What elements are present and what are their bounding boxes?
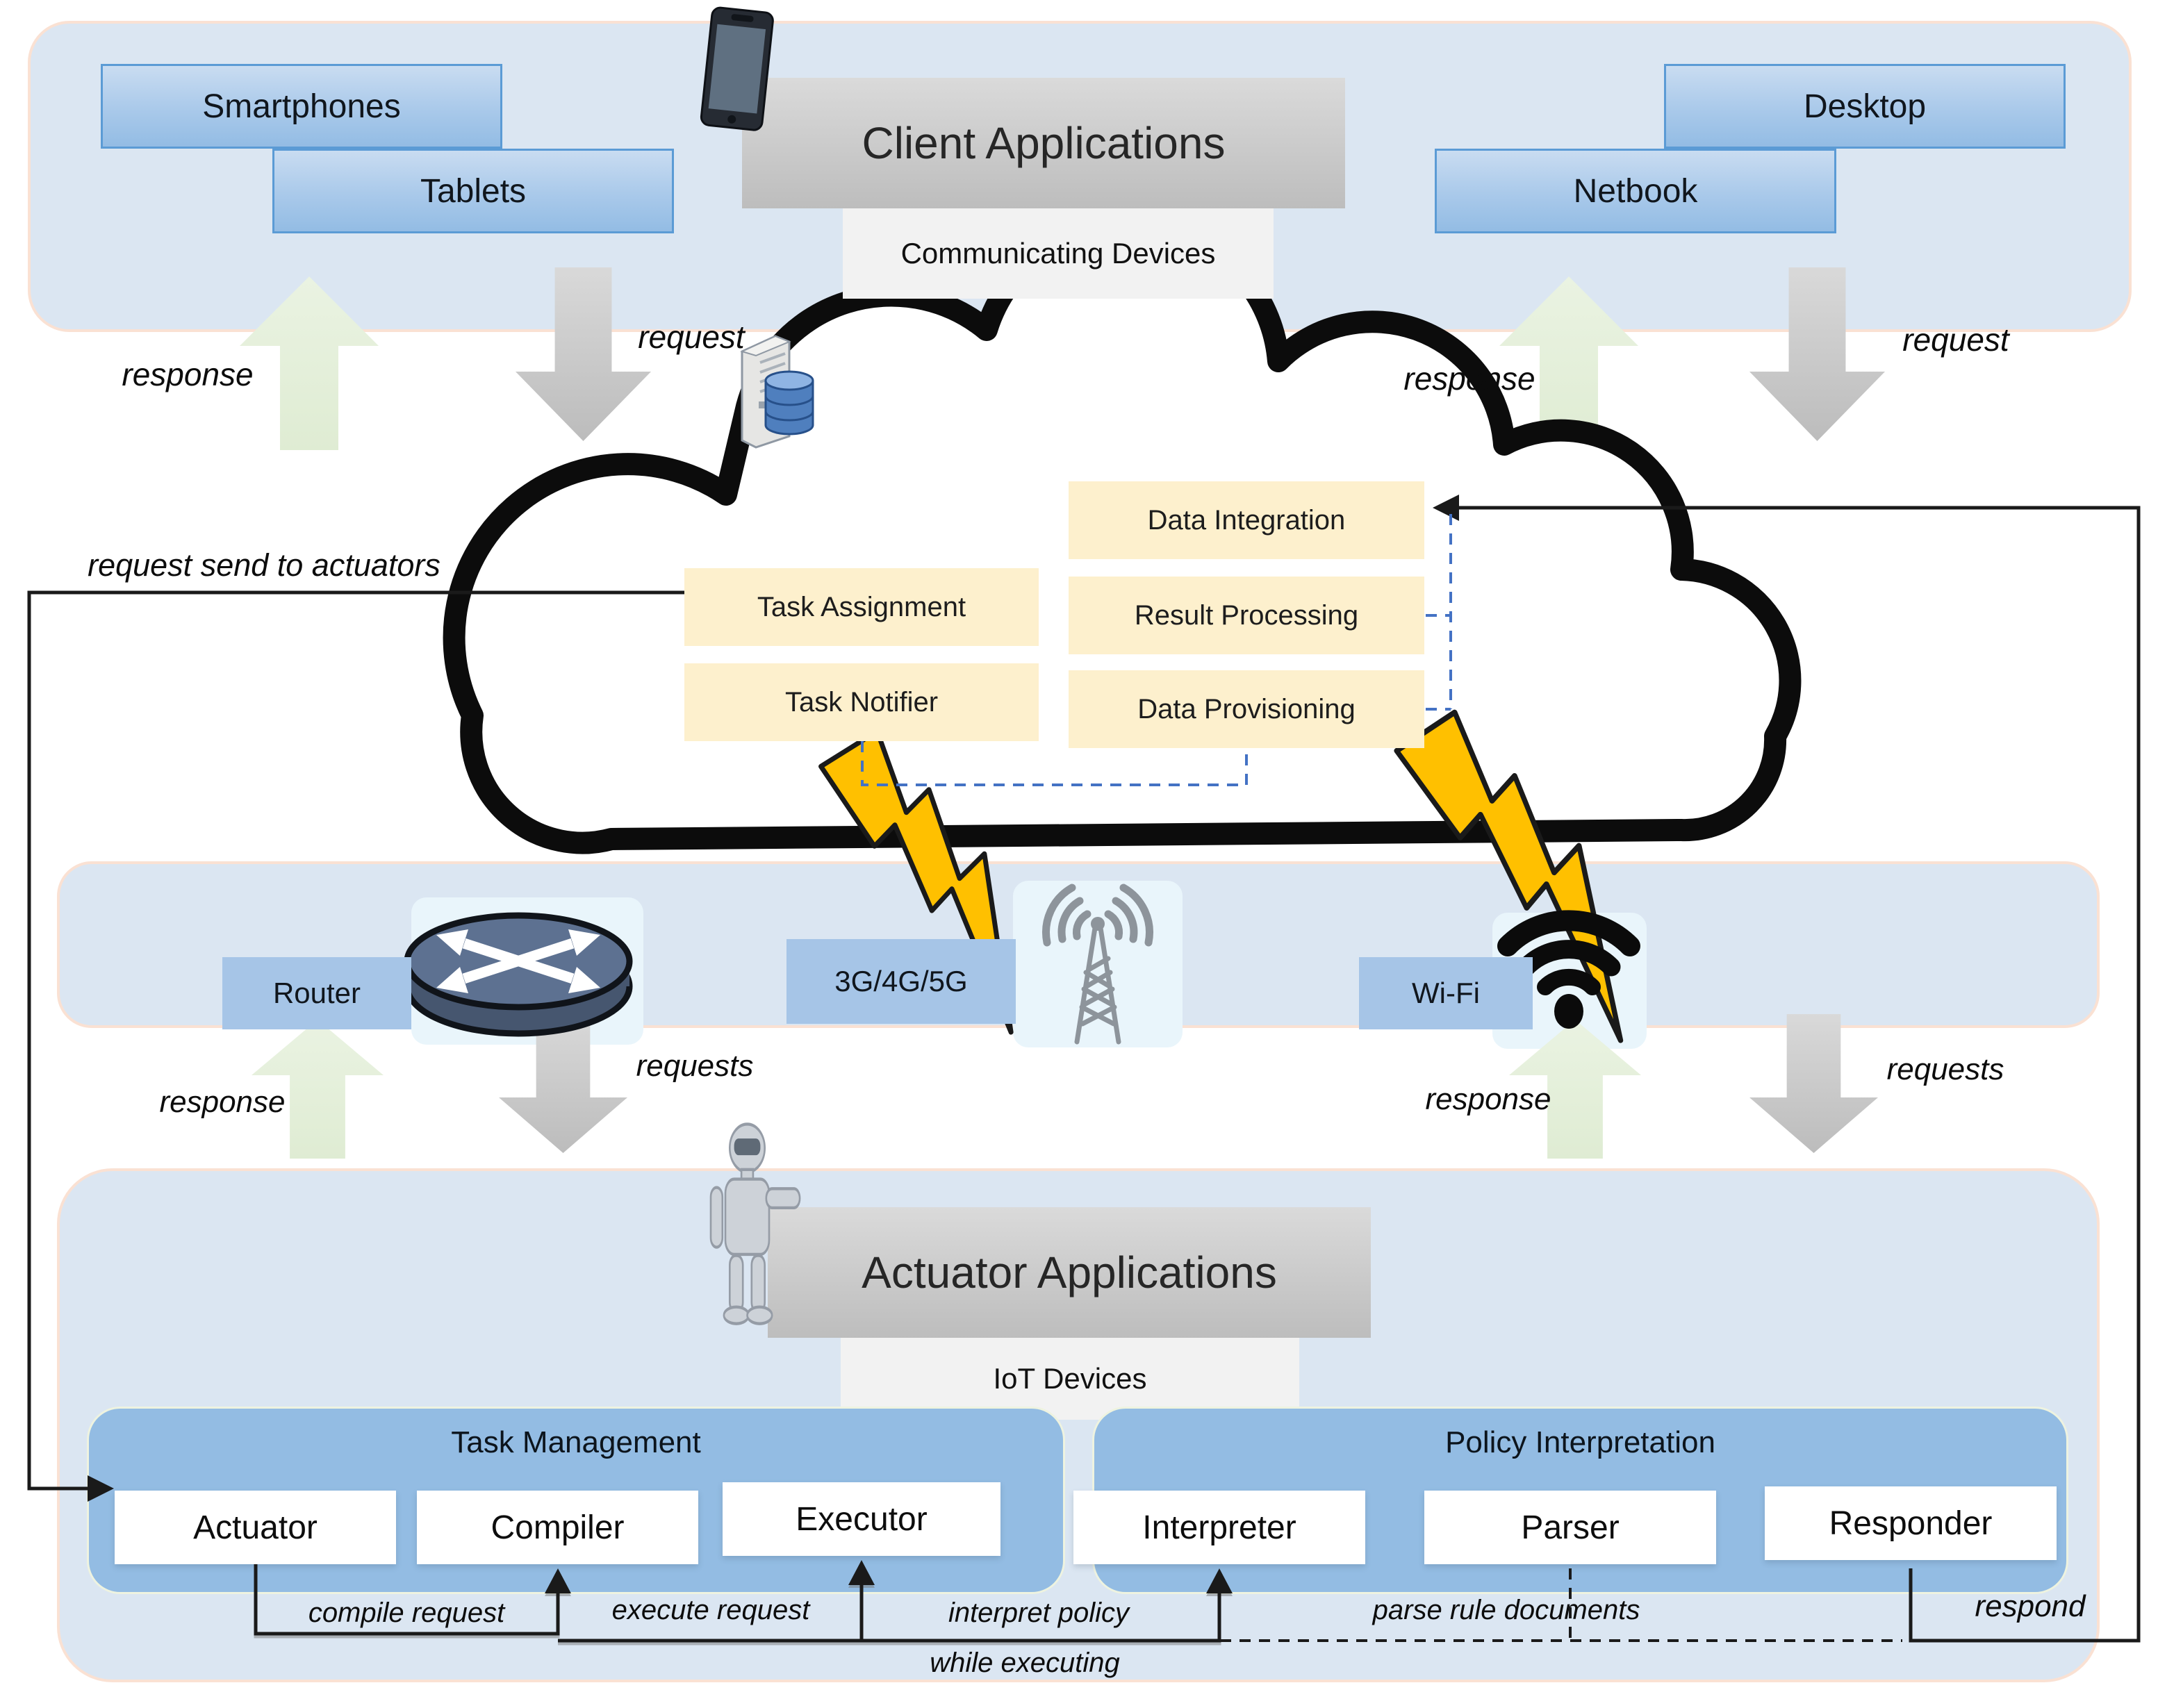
task-management-title: Task Management	[451, 1425, 701, 1459]
component-label: Parser	[1521, 1509, 1620, 1546]
label-response-client-left: response	[122, 356, 254, 392]
label-request-client-left: request	[638, 319, 745, 355]
cell-tower-icon-bg	[1013, 881, 1183, 1047]
iot-devices-label: IoT Devices	[993, 1362, 1147, 1395]
component-label: Actuator	[193, 1509, 318, 1546]
label-response-client-right: response	[1403, 360, 1535, 397]
component-executor: Executor	[723, 1482, 1000, 1556]
device-label: Smartphones	[202, 88, 401, 125]
component-responder: Responder	[1765, 1486, 2057, 1560]
client-applications-title: Client Applications	[862, 118, 1226, 168]
module-label: Task Notifier	[784, 686, 939, 718]
device-box-smartphones: Smartphones	[101, 64, 502, 149]
label-request-client-right: request	[1902, 322, 2009, 358]
client-applications-header: Client Applications	[742, 78, 1345, 208]
actuator-applications-header: Actuator Applications	[768, 1207, 1371, 1338]
label-interpret-policy: interpret policy	[948, 1598, 1130, 1628]
label-requests-net-left: requests	[636, 1049, 754, 1083]
label-response-net-left: response	[159, 1085, 286, 1119]
router-icon-bg	[411, 897, 643, 1045]
component-compiler: Compiler	[417, 1491, 698, 1564]
module-task-notifier: Task Notifier	[684, 663, 1039, 741]
module-task-assignment: Task Assignment	[684, 568, 1039, 646]
component-label: Interpreter	[1142, 1509, 1296, 1546]
node-label: Wi-Fi	[1412, 977, 1480, 1009]
module-data-integration: Data Integration	[1069, 481, 1424, 559]
module-result-processing: Result Processing	[1069, 577, 1424, 654]
component-label: Compiler	[491, 1509, 625, 1546]
label-parse-rule-documents: parse rule documents	[1372, 1595, 1640, 1625]
label-compile-request: compile request	[308, 1598, 505, 1628]
policy-interpretation-title: Policy Interpretation	[1445, 1425, 1715, 1459]
device-box-netbook: Netbook	[1435, 149, 1836, 233]
node-label: 3G/4G/5G	[834, 965, 968, 997]
communicating-devices-label: Communicating Devices	[900, 237, 1216, 270]
module-label: Data Integration	[1147, 504, 1346, 536]
module-label: Result Processing	[1134, 599, 1359, 631]
actuator-applications-title: Actuator Applications	[862, 1247, 1277, 1297]
component-label: Responder	[1829, 1504, 1993, 1542]
requests-arrow-net-right	[1749, 1014, 1878, 1153]
device-label: Desktop	[1803, 88, 1927, 125]
device-label: Netbook	[1573, 172, 1698, 210]
label-response-net-right: response	[1425, 1082, 1551, 1116]
label-respond: respond	[1975, 1589, 2086, 1623]
device-box-desktop: Desktop	[1664, 64, 2066, 149]
module-data-provisioning: Data Provisioning	[1069, 670, 1424, 748]
label-request-to-actuators: request send to actuators	[88, 547, 440, 583]
node-wifi: Wi-Fi	[1359, 957, 1533, 1029]
label-requests-net-right: requests	[1886, 1052, 2004, 1086]
communicating-devices-subheader: Communicating Devices	[843, 208, 1274, 299]
device-label: Tablets	[420, 172, 527, 210]
component-actuator: Actuator	[115, 1491, 396, 1564]
component-label: Executor	[796, 1500, 928, 1538]
module-label: Data Provisioning	[1137, 693, 1356, 724]
node-router: Router	[222, 957, 411, 1029]
node-label: Router	[272, 977, 361, 1009]
component-parser: Parser	[1424, 1491, 1716, 1564]
iot-devices-subheader: IoT Devices	[841, 1338, 1299, 1420]
label-execute-request: execute request	[611, 1595, 810, 1625]
node-cellular: 3G/4G/5G	[786, 939, 1016, 1024]
label-while-executing: while executing	[930, 1648, 1120, 1678]
device-box-tablets: Tablets	[272, 149, 674, 233]
module-label: Task Assignment	[757, 591, 966, 622]
component-interpreter: Interpreter	[1073, 1491, 1365, 1564]
